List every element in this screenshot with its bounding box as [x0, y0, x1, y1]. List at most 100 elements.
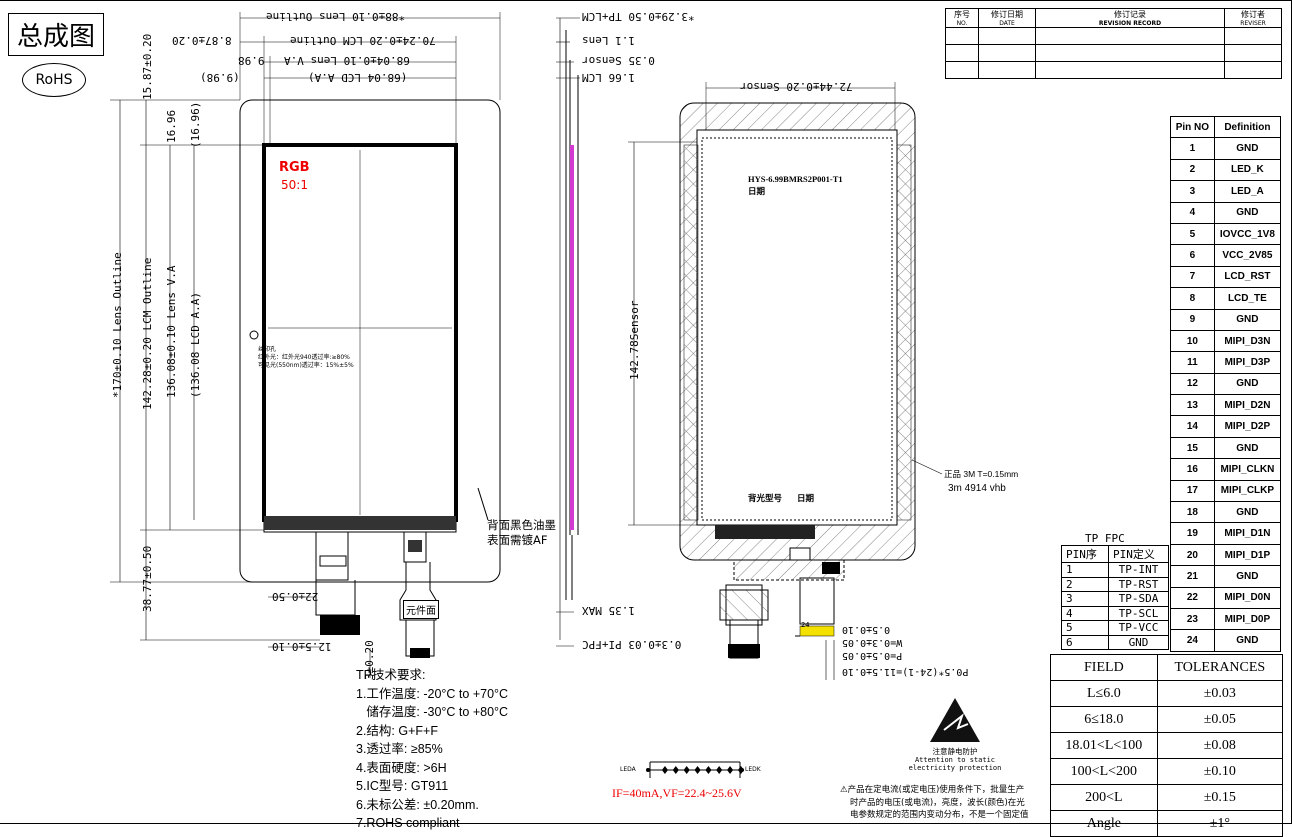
pin-definition: IOVCC_1V8	[1213, 222, 1282, 246]
tp-pin-header: PIN序	[1061, 545, 1109, 563]
tp-requirement-item: 储存温度: -30°C to +80°C	[356, 705, 509, 719]
pin-definition: MIPI_D2N	[1213, 394, 1282, 417]
pin-definition: GND	[1213, 565, 1282, 588]
pin-no-header: Pin NO	[1170, 115, 1215, 139]
backlight-model-label: 背光型号	[748, 494, 783, 504]
pin-definition: GND	[1213, 201, 1282, 224]
dim-va-top: 16.96	[165, 109, 178, 143]
rohs-badge: RoHS	[22, 63, 86, 97]
dim-fpc-width: 12.5±0.10	[272, 640, 332, 653]
tp-pin-number: 5	[1061, 620, 1109, 636]
led-diode-string: ♦♦♦♦♦♦♦♦	[660, 764, 747, 777]
window-note-line: 丝印孔	[258, 346, 277, 353]
dim-lcm-outline-height: 142.28±0.20 LCM Outline	[141, 257, 154, 410]
pin-number: 2	[1170, 158, 1215, 182]
dim-aa-top: (16.96)	[189, 101, 202, 148]
pin-number: 1	[1170, 137, 1215, 160]
pin-number: 15	[1170, 436, 1215, 460]
dim-lcd-aa-width: (68.04 LCD A.A)	[308, 71, 408, 84]
drawing-title: 总成图	[8, 13, 105, 56]
tolerance-row: L≤6.0±0.03	[1050, 680, 1284, 707]
tp-pin-number: 2	[1061, 576, 1109, 592]
pin-definition: GND	[1213, 308, 1282, 331]
backlight-date-label: 日期	[797, 494, 815, 504]
pin-number: 24	[1170, 629, 1215, 652]
pin-number: 10	[1170, 329, 1215, 353]
dim-lens-outline-width: *88±0.10 Lens Outline	[266, 10, 406, 23]
tolerance-row: 18.01<L<100±0.08	[1050, 732, 1284, 759]
pin-number: 4	[1170, 201, 1215, 224]
dim-lens-va-height: 136.08±0.10 Lens V.A	[165, 265, 178, 398]
tp-requirement-item: 6.未标公差: ±0.20mm.	[356, 797, 479, 812]
side-view	[556, 17, 580, 647]
dim-lens-outline-height: *170±0.10 Lens Outline	[111, 252, 124, 398]
led-diodes: ♦♦♦♦♦♦♦♦	[660, 764, 747, 777]
tape-model: 3m 4914 vhb	[948, 483, 1006, 494]
back-ink-note: 背面黑色油墨 表面需镀AF	[487, 518, 556, 548]
pin-number: 11	[1170, 351, 1215, 374]
rgb-marker: RGB	[279, 160, 310, 175]
tp-pin-definition: TP-INT	[1108, 562, 1169, 578]
pin-number: 6	[1170, 244, 1215, 267]
pin-number: 18	[1170, 501, 1215, 524]
dim-lcm-offset: 8.87±0.20	[172, 34, 232, 47]
tolerance-field: L≤6.0	[1050, 680, 1158, 707]
tolerance-header-cell: TOLERANCES	[1156, 654, 1284, 681]
tp-pin-definition: TP-RST	[1108, 576, 1169, 592]
dim-sensor-height: 142.78Sensor	[628, 300, 641, 380]
tp-pin-number: 1	[1061, 562, 1109, 578]
pin-definition: GND	[1213, 501, 1282, 524]
back-ink-note-line: 背面黑色油墨	[487, 518, 556, 532]
tp-requirements-title: TP技术要求:	[356, 668, 426, 682]
pin-definition: MIPI_D3N	[1213, 329, 1282, 353]
dim-lcd-aa-height: (136.08 LCD A.A)	[189, 292, 202, 398]
dim-lcm-thickness: 1.66 LCM	[582, 71, 635, 84]
esd-note-en: Attention to static electricity protecti…	[908, 756, 1002, 772]
window-note-line: 红外光：红外光940透过率:≥80%	[258, 354, 350, 361]
pin-definition: LCD_RST	[1213, 265, 1282, 289]
disclaimer-line: 电参数规定的范围内变动分布，不是一个固定值	[850, 810, 1029, 820]
pin-definition: MIPI_D3P	[1213, 351, 1282, 374]
pin-definition: GND	[1213, 436, 1282, 460]
tp-pin-definition: TP-VCC	[1108, 620, 1169, 636]
dim-fpc-offset: 22±0.50	[272, 590, 319, 603]
pin-number: 22	[1170, 586, 1215, 609]
pin-number: 23	[1170, 607, 1215, 631]
tolerance-field: 100<L<200	[1050, 758, 1158, 785]
dim-top-offset: 15.87±0.20	[141, 33, 154, 100]
pin-definition: GND	[1213, 137, 1282, 160]
dim-fpc-thickness: 0.3±0.03 PI+FPC	[582, 638, 682, 651]
pin-number: 12	[1170, 372, 1215, 396]
led-spec: IF=40mA,VF=22.4~25.6V	[612, 786, 742, 800]
tolerance-field: 6≤18.0	[1050, 706, 1158, 733]
pin-definition: GND	[1213, 629, 1282, 652]
tolerance-value: ±0.05	[1156, 706, 1284, 733]
component-side-label: 元件面	[403, 600, 439, 619]
dim-finger-pitch: P=0.5±0.05	[842, 650, 903, 661]
dim-finger-pitch-1: 0.5±0.10	[842, 624, 891, 635]
